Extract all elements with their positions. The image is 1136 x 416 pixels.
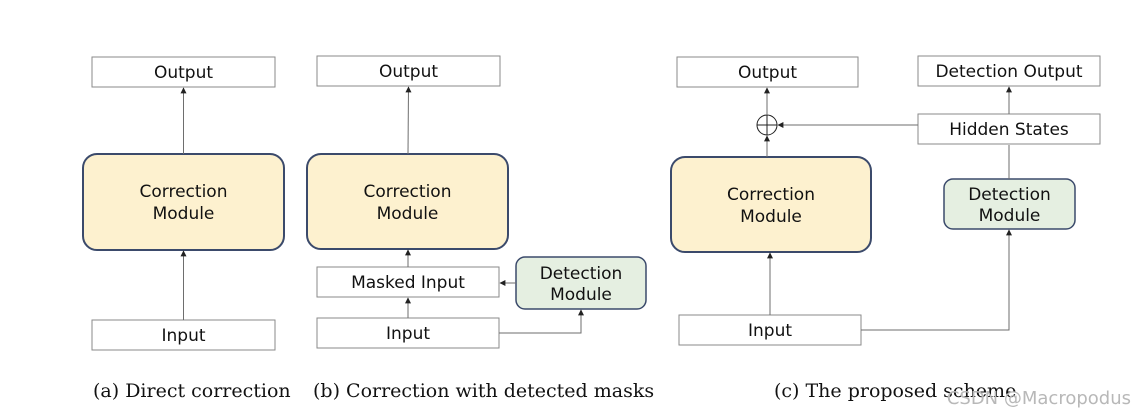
a-input-label: Input [161,326,205,346]
b-arrow-module-to-output [405,86,412,155]
a-correction-label-1: Correction [140,182,228,202]
watermark: CSDN @Macropodus [947,388,1131,409]
a-correction-module [82,153,285,251]
c-caption: (c) The proposed scheme [774,380,1016,402]
b-detection-label-2: Module [550,285,612,305]
a-correction-label-2: Module [153,204,215,224]
a-output-box [91,56,276,88]
c-output-label: Output [738,63,797,83]
a-input-box [91,319,276,351]
c-input-label: Input [748,321,792,341]
panel-b: Output Correction Module Masked Input De… [306,55,654,402]
b-input-label: Input [386,324,430,344]
a-caption: (a) Direct correction [93,380,291,402]
b-output-box [316,55,501,87]
b-masked-input-label: Masked Input [351,273,465,293]
c-correction-label-1: Correction [727,185,815,205]
b-output-label: Output [379,62,438,82]
b-arrow-input-to-detection [499,309,584,334]
b-correction-label-2: Module [377,204,439,224]
c-hidden-states-label: Hidden States [949,120,1069,140]
b-caption: (b) Correction with detected masks [313,380,654,402]
c-correction-label-2: Module [740,207,802,227]
c-detection-output-box [917,55,1101,87]
c-detection-output-label: Detection Output [935,62,1082,82]
c-detection-label-2: Module [979,206,1041,226]
c-detection-label-1: Detection [968,185,1051,205]
b-correction-module [306,153,509,250]
panel-a: Output Correction Module Input (a) Direc… [82,56,291,402]
c-arrow-input-to-detection [861,229,1012,331]
b-detection-label-1: Detection [540,264,623,284]
b-correction-label-1: Correction [364,182,452,202]
a-output-label: Output [154,63,213,83]
c-output-box [676,56,859,88]
c-correction-module [670,156,872,253]
panel-c: Output Detection Output Hidden States Co… [670,55,1101,402]
